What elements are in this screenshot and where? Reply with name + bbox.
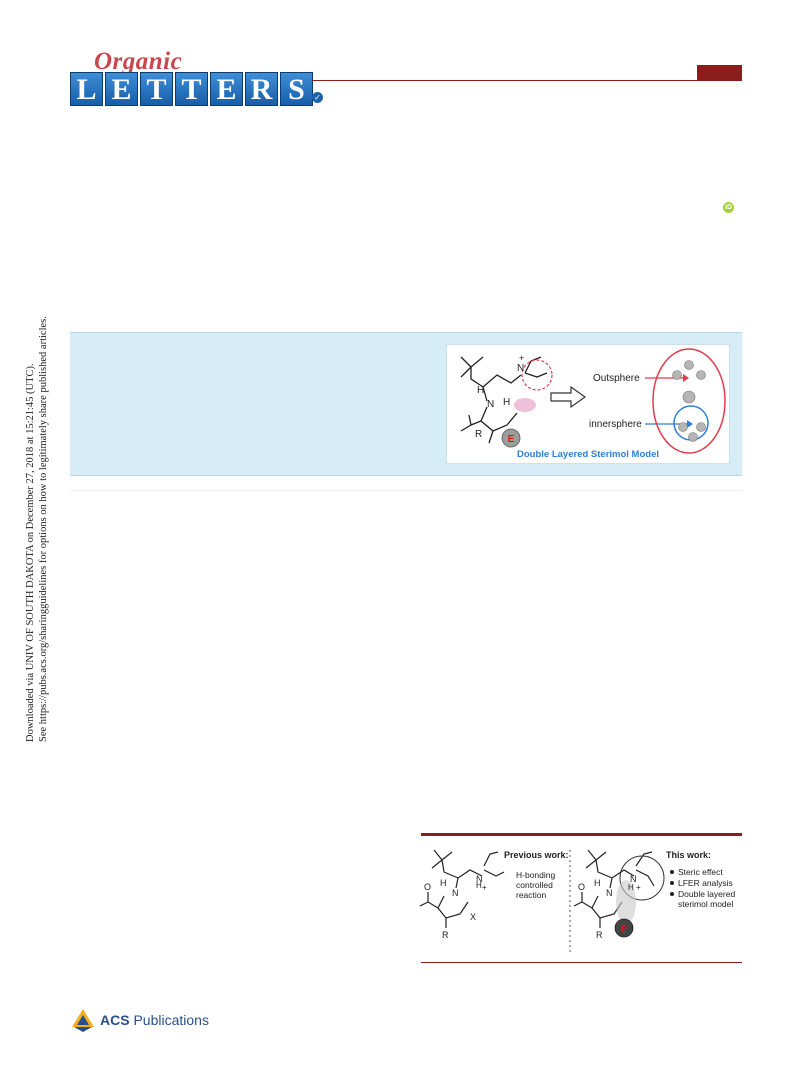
toc-graphic: E N H H N + R Outsphere innersphere Doub… <box>446 344 730 464</box>
scheme-atom-e: E <box>621 924 627 934</box>
logo-tile: E <box>210 72 243 106</box>
scheme-atom-x: X <box>470 912 476 922</box>
verified-check-icon[interactable]: ✓ <box>312 92 323 103</box>
scheme-atom-h: H <box>440 878 447 888</box>
scheme-graphic: O H N N H + R X Previous work: H-bonding… <box>418 842 744 958</box>
scheme-atom-n: N <box>452 888 459 898</box>
logo-tile: L <box>70 72 103 106</box>
logo-tile: E <box>105 72 138 106</box>
journal-logo-tiles: L E T T E R S <box>70 72 313 106</box>
journal-logo-script: Organic <box>94 48 183 75</box>
toc-graphic-svg: E N H H N + R Outsphere innersphere Doub… <box>460 348 726 460</box>
journal-logo: Organic L E T T E R S ✓ <box>70 48 323 110</box>
this-work-bullet: LFER analysis <box>678 878 733 888</box>
this-work-bullet: Steric effect <box>678 867 723 877</box>
toc-atom-e: E <box>508 434 515 445</box>
reaction-arrow <box>550 385 587 409</box>
scheme-steric-circle <box>619 855 665 901</box>
scheme-atom-n: N <box>630 874 637 884</box>
previous-work-line: reaction <box>516 890 547 900</box>
scheme-top-rule <box>421 833 742 836</box>
section-divider <box>70 490 742 491</box>
scheme-atom-n: N <box>476 874 483 884</box>
toc-charge: + <box>519 353 524 363</box>
toc-atom-h: H <box>477 385 484 396</box>
this-work-title: This work: <box>666 850 711 860</box>
acs-publications-logo[interactable]: ACS Publications <box>70 1007 210 1037</box>
scheme-atom-h: H <box>476 881 482 890</box>
this-work-bullet: Double layered <box>678 889 735 899</box>
scheme-charge: + <box>482 883 487 892</box>
scheme-atom-r: R <box>596 930 603 940</box>
scheme-atom-h: H <box>628 883 634 892</box>
publisher-name: ACS <box>100 1012 130 1028</box>
download-notice: Downloaded via UNIV OF SOUTH DAKOTA on D… <box>24 316 50 742</box>
previous-work-line: H-bonding <box>516 870 555 880</box>
logo-tile: T <box>140 72 173 106</box>
orcid-icon[interactable]: iD <box>723 202 734 213</box>
this-work-bullet: sterimol model <box>678 899 733 909</box>
scheme-bottom-rule <box>421 962 742 963</box>
toc-atom-r: R <box>475 429 482 440</box>
scheme-atom-o: O <box>578 882 585 892</box>
toc-caption: Double Layered Sterimol Model <box>517 449 659 460</box>
previous-work-title: Previous work: <box>504 850 569 860</box>
download-notice-line: Downloaded via UNIV OF SOUTH DAKOTA on D… <box>25 363 36 742</box>
logo-tile: R <box>245 72 278 106</box>
scheme-graphic-svg: O H N N H + R X Previous work: H-bonding… <box>419 849 735 952</box>
scheme-atom-o: O <box>424 882 431 892</box>
acs-logo-icon <box>72 1009 94 1032</box>
outsphere-label: Outsphere <box>593 373 640 384</box>
logo-tile: T <box>175 72 208 106</box>
toc-atom-n: N <box>517 363 524 374</box>
toc-atom-h: H <box>503 397 510 408</box>
download-notice-line: See https://pubs.acs.org/sharingguidelin… <box>38 316 49 742</box>
scheme-atom-r: R <box>442 930 449 940</box>
header-rule <box>312 80 742 81</box>
toc-atom-n: N <box>487 399 494 410</box>
header-tab <box>697 65 742 80</box>
outsphere-ellipse <box>652 348 726 454</box>
scheme-atom-h: H <box>594 878 601 888</box>
publisher-suffix: Publications <box>133 1012 209 1028</box>
scheme-atom-n: N <box>606 888 613 898</box>
logo-tile: S <box>280 72 313 106</box>
scheme-charge: + <box>636 883 641 892</box>
previous-work-line: controlled <box>516 880 553 890</box>
innersphere-label: innersphere <box>589 419 642 430</box>
